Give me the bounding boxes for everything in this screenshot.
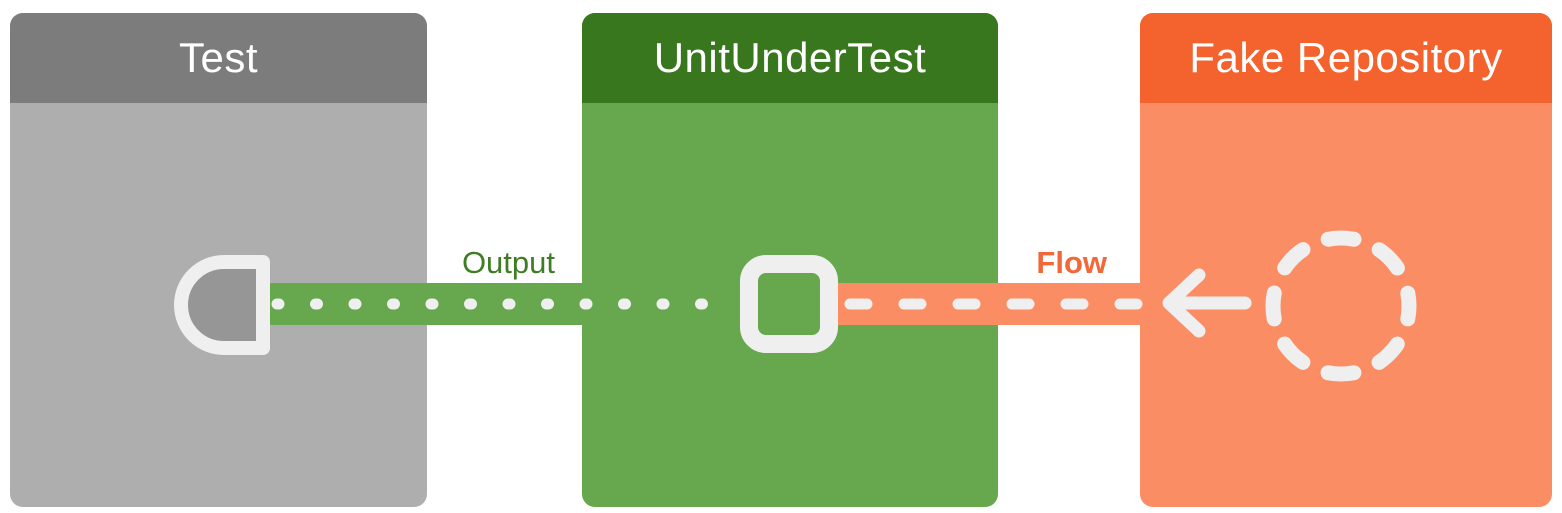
box-fake-repository: Fake Repository [1140, 13, 1552, 507]
box-test: Test [10, 13, 427, 507]
box-test-title: Test [10, 13, 427, 103]
output-connection-label: Output [461, 245, 555, 280]
box-unit-under-test: UnitUnderTest [582, 13, 998, 507]
box-fake-repository-title: Fake Repository [1140, 13, 1552, 103]
flow-connection-label: Flow [1036, 245, 1107, 280]
box-unit-under-test-title: UnitUnderTest [582, 13, 998, 103]
